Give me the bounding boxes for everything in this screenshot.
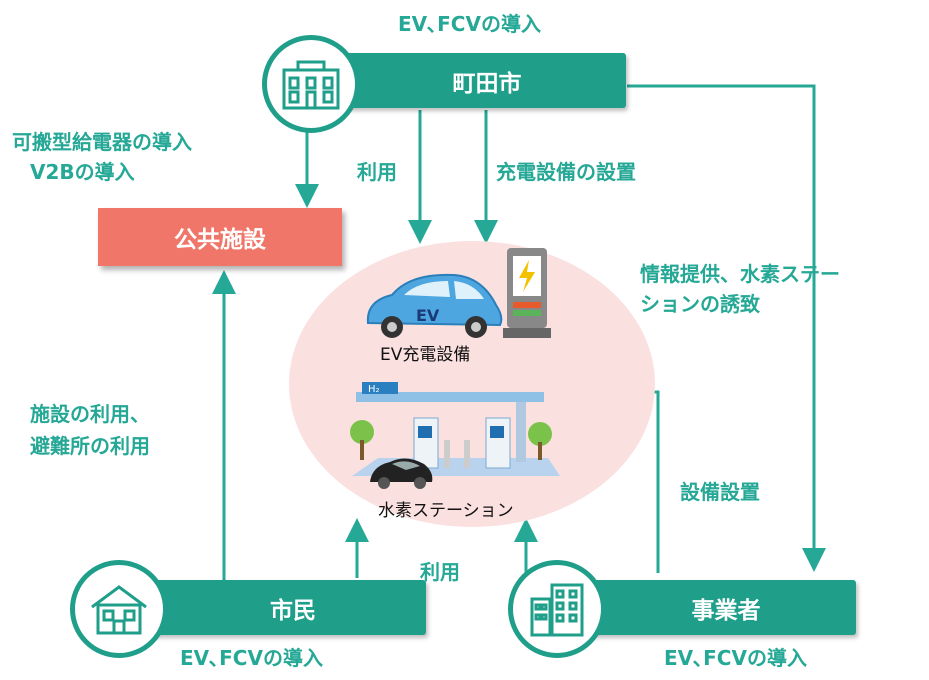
label-business-intro: EV､FCVの導入 bbox=[664, 646, 807, 670]
building-icon bbox=[282, 60, 340, 110]
label-info-2: ションの誘致 bbox=[640, 292, 760, 316]
charger-icon bbox=[503, 248, 551, 338]
business-bar: 事業者 bbox=[556, 580, 856, 635]
label-info-1: 情報提供、水素ステー bbox=[640, 262, 840, 286]
label-use-top: 利用 bbox=[357, 160, 397, 184]
arrow-city-to-business bbox=[627, 84, 826, 572]
city-badge bbox=[262, 35, 360, 133]
h2-sign: H₂ bbox=[368, 384, 380, 395]
fcv-car-icon bbox=[370, 458, 433, 489]
label-equipment: 設備設置 bbox=[680, 480, 760, 504]
citizen-badge bbox=[70, 560, 168, 658]
label-portable-1: 可搬型給電器の導入 bbox=[12, 130, 192, 154]
city-bar: 町田市 bbox=[318, 53, 626, 108]
hydrogen-station-caption: 水素ステーション bbox=[378, 501, 514, 521]
public-facility-box: 公共施設 bbox=[98, 208, 342, 266]
business-badge bbox=[508, 560, 606, 658]
house-icon bbox=[91, 585, 147, 635]
ev-charger-caption: EV充電設備 bbox=[380, 345, 471, 365]
label-citizen-intro: EV､FCVの導入 bbox=[180, 646, 323, 670]
label-facility-1: 施設の利用、 bbox=[30, 402, 150, 426]
label-portable-2: V2Bの導入 bbox=[30, 160, 135, 184]
citizen-label: 市民 bbox=[270, 597, 316, 624]
office-building-icon bbox=[530, 583, 584, 637]
public-facility-label: 公共施設 bbox=[174, 227, 266, 253]
ev-car-icon: EV bbox=[366, 273, 503, 338]
city-label: 町田市 bbox=[452, 70, 522, 97]
label-top-intro: EV､FCVの導入 bbox=[398, 12, 541, 36]
label-charge-install: 充電設備の設置 bbox=[496, 160, 636, 184]
label-facility-2: 避難所の利用 bbox=[30, 434, 150, 458]
ev-car-label: EV bbox=[416, 306, 440, 325]
label-use-bottom: 利用 bbox=[420, 560, 460, 584]
citizen-bar: 市民 bbox=[120, 580, 426, 635]
business-label: 事業者 bbox=[691, 597, 761, 624]
